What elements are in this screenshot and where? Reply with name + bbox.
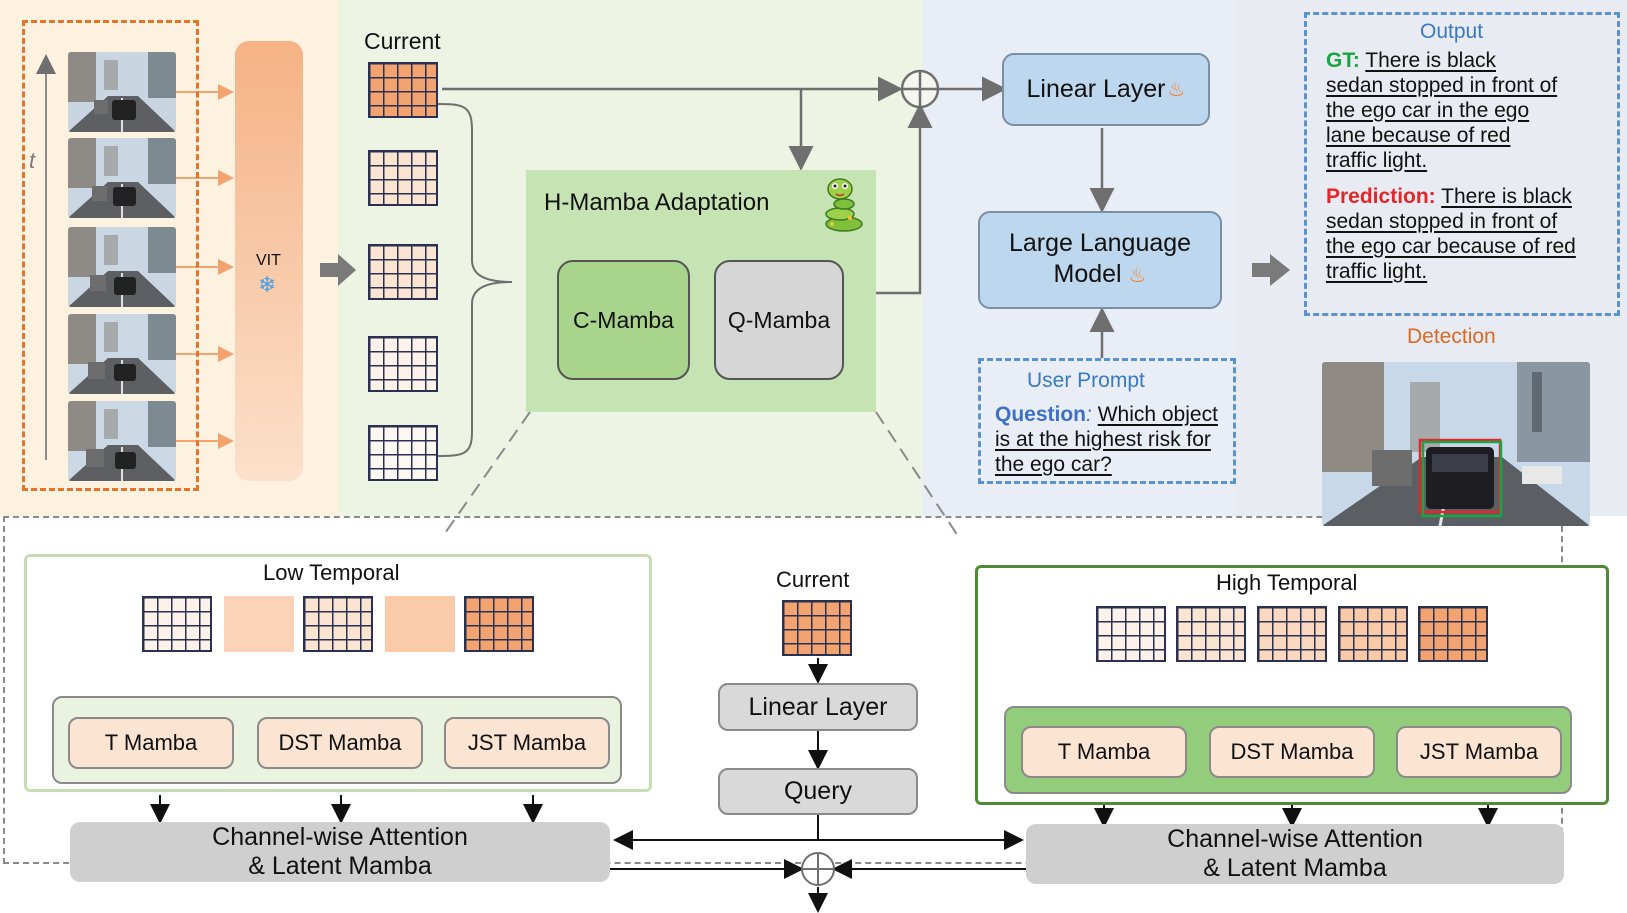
h-mamba-title: H-Mamba Adaptation	[544, 189, 770, 216]
prediction-label: Prediction:	[1326, 185, 1436, 208]
feature-grid-5	[368, 425, 438, 481]
high-t-mamba: T Mamba	[1021, 726, 1187, 778]
feature-grid-2	[368, 150, 438, 206]
question-text-1: Which object	[1097, 403, 1218, 426]
low-t-mamba: T Mamba	[68, 717, 234, 769]
low-jst-mamba: JST Mamba	[444, 717, 610, 769]
time-axis-label: t	[29, 148, 36, 173]
output-box	[1304, 12, 1620, 316]
video-frame-2	[68, 138, 176, 218]
high-grid-2	[1176, 606, 1246, 662]
linear-layer-label: Linear Layer	[1026, 75, 1166, 103]
low-grid-2	[303, 596, 373, 652]
cwa-latent-mamba-right: Channel-wise Attention & Latent Mamba	[1026, 824, 1564, 884]
llm-label-line2: Model	[1053, 260, 1122, 288]
question-label: Question	[995, 403, 1087, 426]
c-mamba-block: C-Mamba	[557, 260, 690, 380]
low-grid-skipped-2	[385, 596, 455, 652]
prediction-text-block: Prediction: There is black sedan stopped…	[1326, 185, 1576, 283]
video-frame-1	[68, 52, 176, 132]
vit-encoder-bar	[235, 41, 303, 481]
high-jst-mamba: JST Mamba	[1396, 726, 1562, 778]
linear-layer-block: Linear Layer ♨	[1002, 53, 1210, 126]
feature-grid-3	[368, 244, 438, 300]
q-mamba-label: Q-Mamba	[727, 306, 831, 333]
high-dst-mamba: DST Mamba	[1209, 726, 1375, 778]
user-prompt-box	[978, 358, 1236, 484]
fire-icon: ♨	[1128, 265, 1147, 287]
fire-icon: ♨	[1167, 79, 1186, 101]
detection-image	[1322, 362, 1590, 526]
feature-grid-4	[368, 336, 438, 392]
high-grid-4	[1338, 606, 1408, 662]
output-title: Output	[1420, 20, 1484, 43]
frames-dashed-group	[22, 20, 199, 491]
q-mamba-block: Q-Mamba	[714, 260, 844, 380]
high-grid-3	[1257, 606, 1327, 662]
high-grid-current	[1418, 606, 1488, 662]
bottom-linear-layer: Linear Layer	[718, 683, 918, 731]
low-dst-mamba: DST Mamba	[257, 717, 423, 769]
c-mamba-label: C-Mamba	[573, 306, 674, 333]
snake-icon	[818, 176, 866, 234]
gt-text-block: GT: There is black sedan stopped in fron…	[1326, 49, 1558, 172]
detection-title: Detection	[1407, 325, 1496, 348]
llm-block: Large Language Model ♨	[978, 211, 1222, 309]
vit-label: VIT	[256, 252, 281, 269]
query-block: Query	[718, 768, 918, 815]
low-grid-current	[464, 596, 534, 652]
high-grid-1	[1096, 606, 1166, 662]
current-label: Current	[364, 28, 441, 54]
video-frame-3	[68, 227, 176, 307]
low-grid-1	[142, 596, 212, 652]
high-temporal-title: High Temporal	[1216, 570, 1358, 595]
question-line-2: is at the highest risk for	[995, 428, 1211, 451]
video-frame-4	[68, 314, 176, 394]
low-grid-skipped-1	[224, 596, 294, 652]
bottom-current-grid	[782, 600, 852, 656]
cwa-latent-mamba-left: Channel-wise Attention & Latent Mamba	[70, 822, 610, 882]
gt-label: GT:	[1326, 49, 1360, 72]
llm-label-line1: Large Language	[1008, 229, 1192, 257]
bottom-current-label: Current	[776, 567, 850, 592]
video-frame-5	[68, 401, 176, 481]
question-line-3: the ego car?	[995, 453, 1112, 476]
current-feature-grid	[368, 62, 438, 118]
question-line-1: Question: Which object	[995, 403, 1218, 426]
low-temporal-title: Low Temporal	[263, 560, 400, 585]
user-prompt-title: User Prompt	[1027, 369, 1145, 392]
snowflake-icon: ❄	[258, 272, 277, 297]
